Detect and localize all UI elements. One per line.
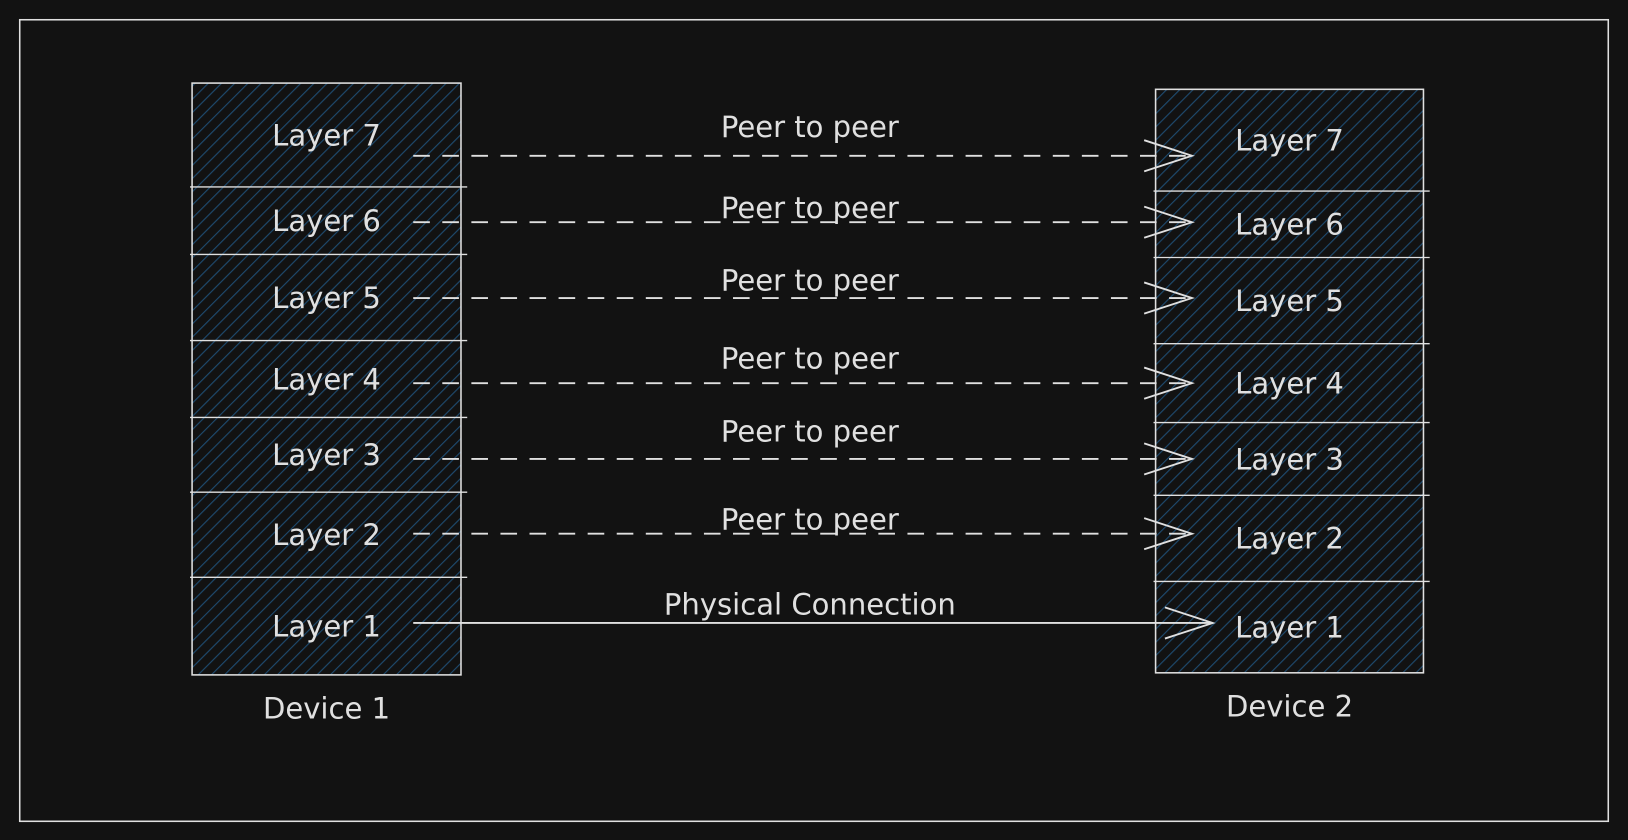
- connection-label: Peer to peer: [721, 503, 899, 537]
- layer-label: Layer 1: [272, 609, 381, 643]
- connection-arrow[interactable]: Physical Connection: [413, 588, 1216, 640]
- layer-label: Layer 3: [272, 438, 381, 472]
- arrowhead-icon: [1143, 517, 1195, 551]
- layer-label: Layer 2: [1235, 522, 1344, 556]
- connection-arrow[interactable]: Peer to peer: [413, 110, 1195, 173]
- arrowhead-icon: [1143, 366, 1195, 400]
- arrowhead-icon: [1143, 205, 1195, 239]
- connection-arrow[interactable]: Peer to peer: [413, 342, 1195, 400]
- device-label: Device 1: [263, 692, 390, 726]
- layer-label: Layer 6: [1235, 208, 1344, 242]
- device-stack-box[interactable]: [191, 82, 462, 676]
- connection-label: Peer to peer: [721, 342, 899, 376]
- layer-label: Layer 3: [1235, 442, 1344, 476]
- layer-label: Layer 6: [272, 204, 381, 238]
- layer-label: Layer 5: [272, 281, 381, 315]
- layer-label: Layer 7: [1235, 124, 1344, 158]
- layer-label: Layer 4: [1235, 367, 1344, 401]
- device-stack-box[interactable]: [1154, 88, 1425, 674]
- arrowhead-icon: [1143, 281, 1195, 315]
- connection-arrow[interactable]: Peer to peer: [413, 191, 1195, 239]
- connection-arrow[interactable]: Peer to peer: [413, 414, 1195, 476]
- arrowhead-icon: [1164, 606, 1216, 640]
- arrowhead-icon: [1143, 139, 1195, 173]
- frame: [18, 18, 1610, 823]
- connection-label: Physical Connection: [664, 588, 956, 622]
- layer-label: Layer 1: [1235, 611, 1344, 645]
- connection-label: Peer to peer: [721, 191, 899, 225]
- device-2: Layer 7 Layer 6 Layer 5 Layer 4 Layer 3 Layer…: [1153, 88, 1430, 723]
- connection-label: Peer to peer: [721, 110, 899, 144]
- connection-label: Peer to peer: [721, 414, 899, 448]
- layer-label: Layer 7: [272, 118, 381, 152]
- layer-label: Layer 2: [272, 518, 381, 552]
- connection-arrow[interactable]: Peer to peer: [413, 503, 1195, 551]
- arrowhead-icon: [1143, 442, 1195, 476]
- layer-label: Layer 4: [272, 362, 381, 396]
- device-label: Device 2: [1226, 689, 1353, 723]
- connection-arrow[interactable]: Peer to peer: [413, 264, 1195, 315]
- device-1: Layer 7 Layer 6 Layer 5 Layer 4 Layer 3 Layer…: [190, 82, 468, 726]
- layer-label: Layer 5: [1235, 284, 1344, 318]
- connection-label: Peer to peer: [721, 264, 899, 298]
